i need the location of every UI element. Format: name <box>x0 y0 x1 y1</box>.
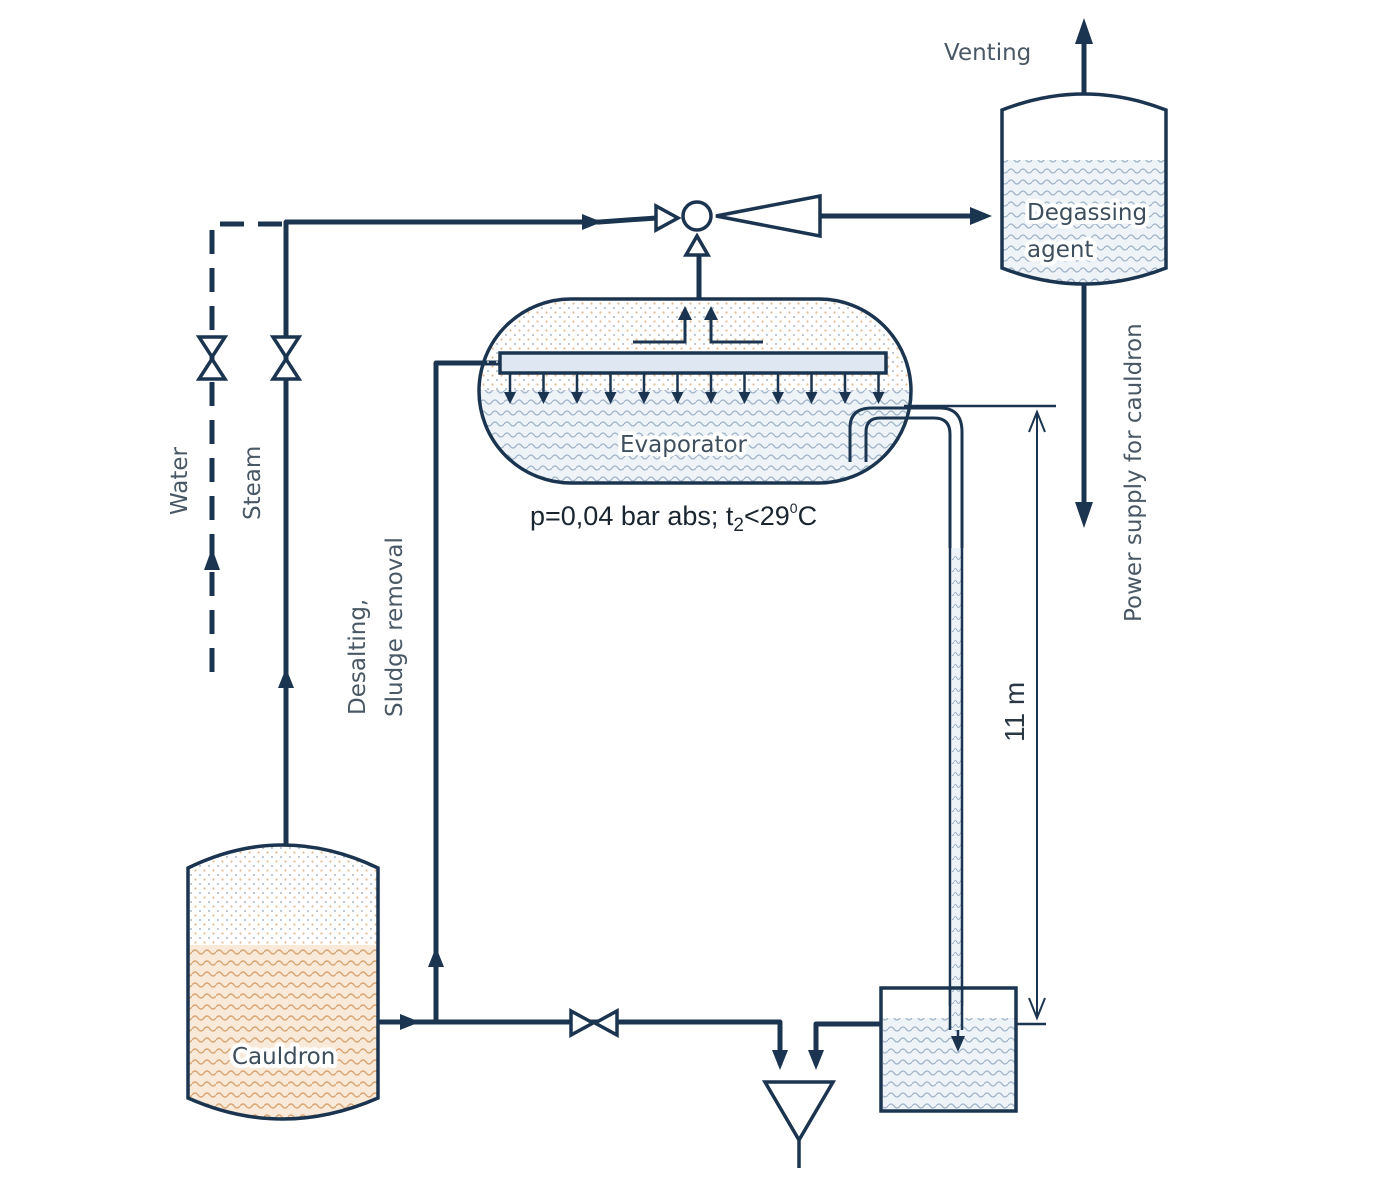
water-valve-icon[interactable] <box>195 335 229 381</box>
desalting-label-line2: Sludge removal <box>382 537 408 717</box>
spray-arrow <box>504 373 516 404</box>
cauldron-outlet-line <box>377 1019 783 1065</box>
spray-arrow <box>872 373 885 404</box>
drain-valve-icon[interactable] <box>569 1008 619 1038</box>
spray-arrow <box>638 373 650 404</box>
temp-limit: <29 <box>744 501 790 531</box>
water-line-arrow <box>204 548 220 570</box>
power-supply-label: Power supply for cauldron <box>1121 323 1147 622</box>
venting-label: Venting <box>944 40 1031 66</box>
steam-ejector-icon <box>654 193 822 257</box>
pressure-text: p=0,04 bar abs; t <box>530 501 734 531</box>
drain-arrow-left <box>772 1050 788 1070</box>
water-label: Water <box>167 446 193 515</box>
degassing-agent-vessel <box>1000 92 1168 286</box>
spray-arrow <box>571 373 583 404</box>
operating-conditions-label: p=0,04 bar abs; t2<290C <box>530 500 817 536</box>
spray-arrow <box>705 373 717 404</box>
steam-label: Steam <box>240 446 266 520</box>
evaporator-outlet-baffle <box>633 306 763 344</box>
spray-nozzle-arrows <box>504 373 885 404</box>
degree-superscript: 0 <box>790 500 798 516</box>
cauldron-outlet-arrow <box>400 1014 420 1030</box>
steam-line <box>283 219 598 846</box>
steam-valve-icon[interactable] <box>269 335 303 381</box>
temp-unit: C <box>798 501 818 531</box>
spray-arrow <box>839 373 851 404</box>
tank-return-line <box>808 1021 883 1070</box>
svg-text:p=0,04 bar abs; t2<290C: p=0,04 bar abs; t2<290C <box>530 500 817 536</box>
height-dimension <box>904 404 1056 1026</box>
spray-arrow <box>671 373 684 404</box>
desalting-line-arrow <box>428 947 444 967</box>
seal-water-tank <box>879 986 1018 1113</box>
evaporator-spray-header <box>498 351 888 375</box>
spray-arrow <box>772 373 784 404</box>
evaporator-label: Evaporator <box>620 432 748 458</box>
barometric-tube <box>948 548 965 1052</box>
water-line-dashed <box>209 221 282 672</box>
degassing-agent-label-line1: Degassing <box>1027 200 1147 226</box>
ejector-to-degasser-line <box>817 207 992 225</box>
cauldron-vessel <box>186 843 380 1121</box>
spray-arrow <box>537 373 550 404</box>
spray-arrow <box>604 373 617 404</box>
desalting-line <box>433 360 503 1025</box>
drain-funnel-icon <box>761 1080 837 1168</box>
venting-line <box>1075 18 1093 93</box>
steam-to-ejector-arrow <box>582 214 659 230</box>
temp-subscript: 2 <box>733 515 744 536</box>
spray-arrow <box>738 373 751 404</box>
power-supply-line <box>1075 281 1093 528</box>
evaporator-vessel <box>477 297 913 485</box>
barometric-inlet-pipe <box>848 406 964 548</box>
degassing-agent-label-line2: agent <box>1027 237 1093 263</box>
height-label: 11 m <box>999 682 1030 742</box>
spray-arrow <box>805 373 818 404</box>
desalting-label-line1: Desalting, <box>345 599 371 715</box>
cauldron-label: Cauldron <box>232 1044 335 1070</box>
steam-line-arrow <box>278 668 294 688</box>
